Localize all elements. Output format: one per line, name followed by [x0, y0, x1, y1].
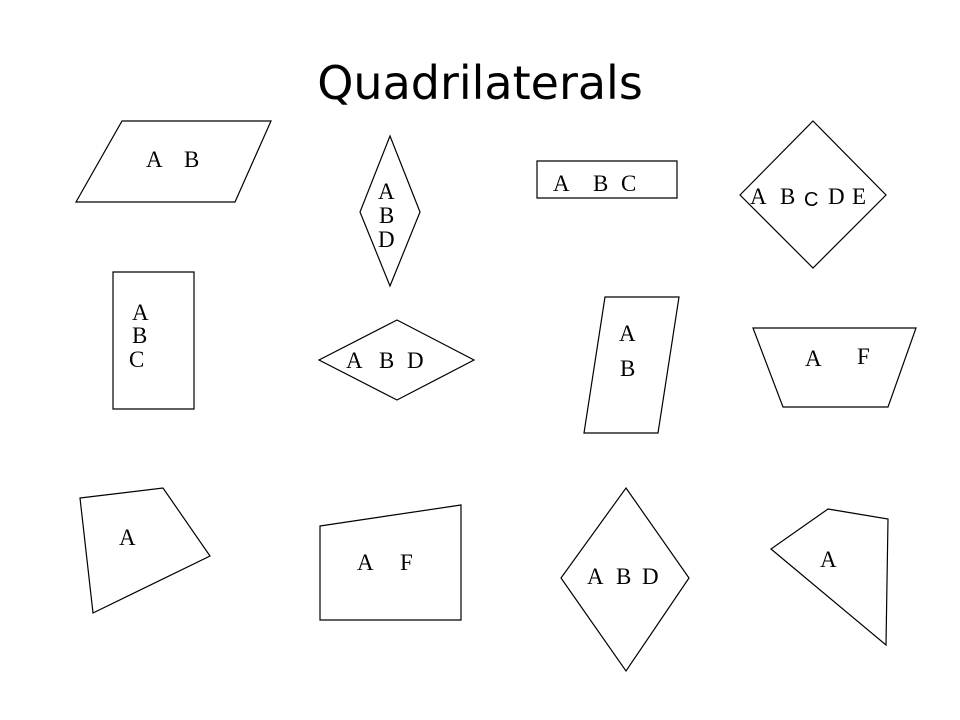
shape-label: A — [553, 171, 570, 196]
shape-label: D — [642, 564, 659, 589]
shape-label: A — [346, 348, 363, 373]
shape-label: D — [828, 184, 845, 209]
shape-label: B — [780, 184, 795, 209]
shape-parallelogram-top: A B — [74, 120, 272, 203]
shape-label: B — [379, 203, 394, 228]
shape-parallelogram-tall: A B — [583, 296, 680, 434]
shape-quad-irregular-right: A — [770, 508, 889, 647]
shape-label: B — [616, 564, 631, 589]
shape-label: A — [132, 300, 149, 325]
shape-trapezoid: A F — [752, 327, 917, 408]
shape-label: B — [132, 323, 147, 348]
shape-label: B — [593, 171, 608, 196]
shape-label: F — [400, 550, 413, 575]
shape-label: E — [852, 184, 866, 209]
shape-label: A — [820, 547, 837, 572]
shape-quad-irregular-left: A — [79, 487, 211, 614]
shape-label: A — [619, 321, 636, 346]
shape-kite-diamond: A B D — [560, 486, 690, 673]
shape-label: A — [378, 179, 395, 204]
shape-label: D — [378, 227, 395, 252]
shape-rhombus-flat: A B D — [317, 319, 476, 401]
shape-quad-right-trapezoid: A F — [319, 504, 462, 621]
shape-label: F — [857, 344, 870, 369]
shape-label: C — [129, 347, 144, 372]
shape-label: D — [407, 348, 424, 373]
shape-label: A — [119, 525, 136, 550]
shape-rhombus-tall: A B D — [359, 134, 421, 288]
shape-label: B — [379, 348, 394, 373]
shape-label: B — [620, 356, 635, 381]
shape-label: C — [804, 189, 818, 211]
shape-rectangle-wide: A B C — [536, 160, 678, 199]
shape-label: A — [750, 184, 767, 209]
shape-label: A — [805, 346, 822, 371]
shape-label: C — [621, 171, 636, 196]
shape-label: A — [587, 564, 604, 589]
slide-title: Quadrilaterals — [317, 56, 643, 110]
shape-square-diamond: A B C D E — [739, 120, 887, 269]
shape-label: B — [184, 147, 199, 172]
shape-rectangle-tall: A B C — [112, 271, 195, 410]
shape-label: A — [357, 550, 374, 575]
shape-label: A — [146, 147, 163, 172]
